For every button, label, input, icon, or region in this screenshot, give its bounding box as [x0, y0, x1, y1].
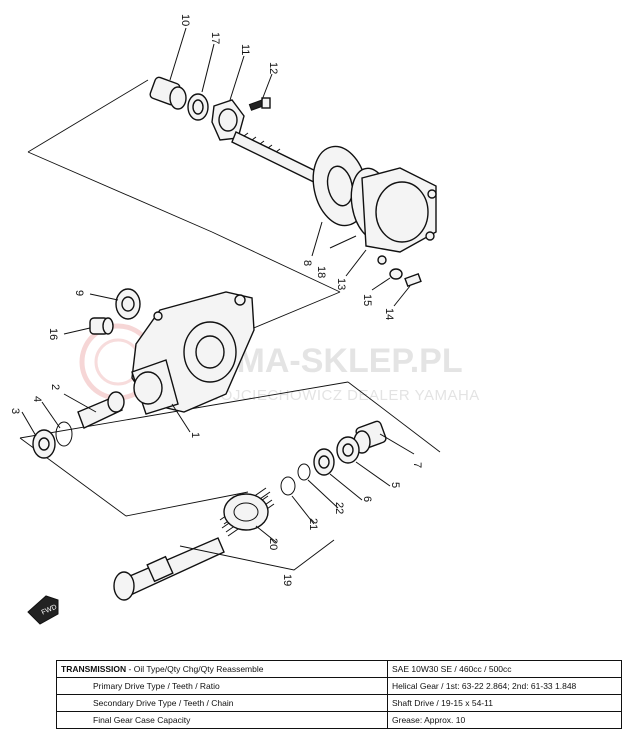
- part-11-retainer: [211, 99, 245, 141]
- part-2-pinion-gear: [77, 391, 125, 429]
- part-19-shaft: [113, 537, 225, 601]
- spec-value: Grease: Approx. 10: [387, 711, 622, 729]
- spec-value: Helical Gear / 1st: 63-22 2.864; 2nd: 61…: [387, 677, 622, 695]
- callout-16: 16: [47, 328, 59, 340]
- spec-label: Final Gear Case Capacity: [56, 711, 388, 729]
- spec-value: SAE 10W30 SE / 460cc / 500cc: [387, 660, 622, 678]
- spec-row-final-gear-case: Final Gear Case Capacity Grease: Approx.…: [56, 711, 622, 729]
- callout-20: 20: [267, 538, 279, 550]
- callout-8: 8: [301, 260, 313, 266]
- part-16-seal: [89, 317, 114, 335]
- part-9-bearing: [115, 288, 141, 320]
- callout-5: 5: [389, 482, 401, 488]
- spec-label-bold: TRANSMISSION: [61, 664, 127, 674]
- callout-14: 14: [383, 308, 395, 320]
- callout-22: 22: [333, 502, 345, 514]
- part-15-washer: [389, 268, 403, 280]
- watermark: AMA-SKLEP.PL WOJCIECHOWICZ DEALER YAMAHA: [79, 323, 480, 404]
- callout-6: 6: [361, 496, 373, 502]
- spec-row-transmission: TRANSMISSION - Oil Type/Qty Chg/Qty Reas…: [56, 660, 622, 678]
- part-10-bearing: [149, 76, 187, 110]
- callout-19: 19: [281, 574, 293, 586]
- callout-21: 21: [307, 518, 319, 530]
- part-21-clip: [280, 476, 296, 496]
- part-20-spring: [219, 487, 275, 537]
- spec-label: Primary Drive Type / Teeth / Ratio: [56, 677, 388, 695]
- callout-numbers: 10 17 11 12 8 18 13 15 14 9 16 2 3 4 1 7…: [9, 14, 423, 586]
- spec-label: Secondary Drive Type / Teeth / Chain: [56, 694, 388, 712]
- part-12-bolt: [248, 97, 271, 111]
- callout-1: 1: [189, 432, 201, 438]
- watermark-sub-text: WOJCIECHOWICZ DEALER YAMAHA: [206, 387, 480, 404]
- spec-value: Shaft Drive / 19-15 x 54-11: [387, 694, 622, 712]
- spec-label-rest: - Oil Type/Qty Chg/Qty Reassemble: [126, 664, 264, 674]
- part-5-bearing: [336, 436, 360, 464]
- callout-12: 12: [267, 62, 279, 74]
- part-17-bearing: [187, 93, 209, 121]
- callout-13: 13: [335, 278, 347, 290]
- exploded-parts-diagram: AMA-SKLEP.PL WOJCIECHOWICZ DEALER YAMAHA: [9, 14, 480, 625]
- callout-7: 7: [411, 462, 423, 468]
- callout-4: 4: [31, 396, 43, 402]
- callout-11: 11: [239, 44, 251, 55]
- part-1-gear-case: [131, 291, 255, 415]
- callout-10: 10: [179, 14, 191, 26]
- spec-row-primary-drive: Primary Drive Type / Teeth / Ratio Helic…: [56, 677, 622, 695]
- part-14-bolt: [404, 272, 422, 288]
- part-3-bearing: [32, 429, 56, 459]
- callout-17: 17: [209, 32, 221, 44]
- part-6-gear: [313, 448, 335, 476]
- callout-9: 9: [73, 290, 85, 296]
- part-7-bushing: [353, 420, 387, 454]
- callout-3: 3: [9, 408, 21, 414]
- drive-shaft-assembly: [231, 131, 437, 265]
- transmission-spec-table: TRANSMISSION - Oil Type/Qty Chg/Qty Reas…: [56, 660, 622, 729]
- spec-row-secondary-drive: Secondary Drive Type / Teeth / Chain Sha…: [56, 694, 622, 712]
- watermark-main-text: AMA-SKLEP.PL: [212, 342, 463, 380]
- callout-15: 15: [361, 294, 373, 306]
- spec-label: TRANSMISSION - Oil Type/Qty Chg/Qty Reas…: [56, 660, 388, 678]
- callout-2: 2: [49, 384, 61, 390]
- part-4-ring: [55, 421, 73, 447]
- leader-lines: [21, 27, 415, 571]
- callout-18: 18: [315, 266, 327, 278]
- part-22-washer: [297, 463, 311, 481]
- fwd-direction-mark: FWD: [27, 595, 59, 625]
